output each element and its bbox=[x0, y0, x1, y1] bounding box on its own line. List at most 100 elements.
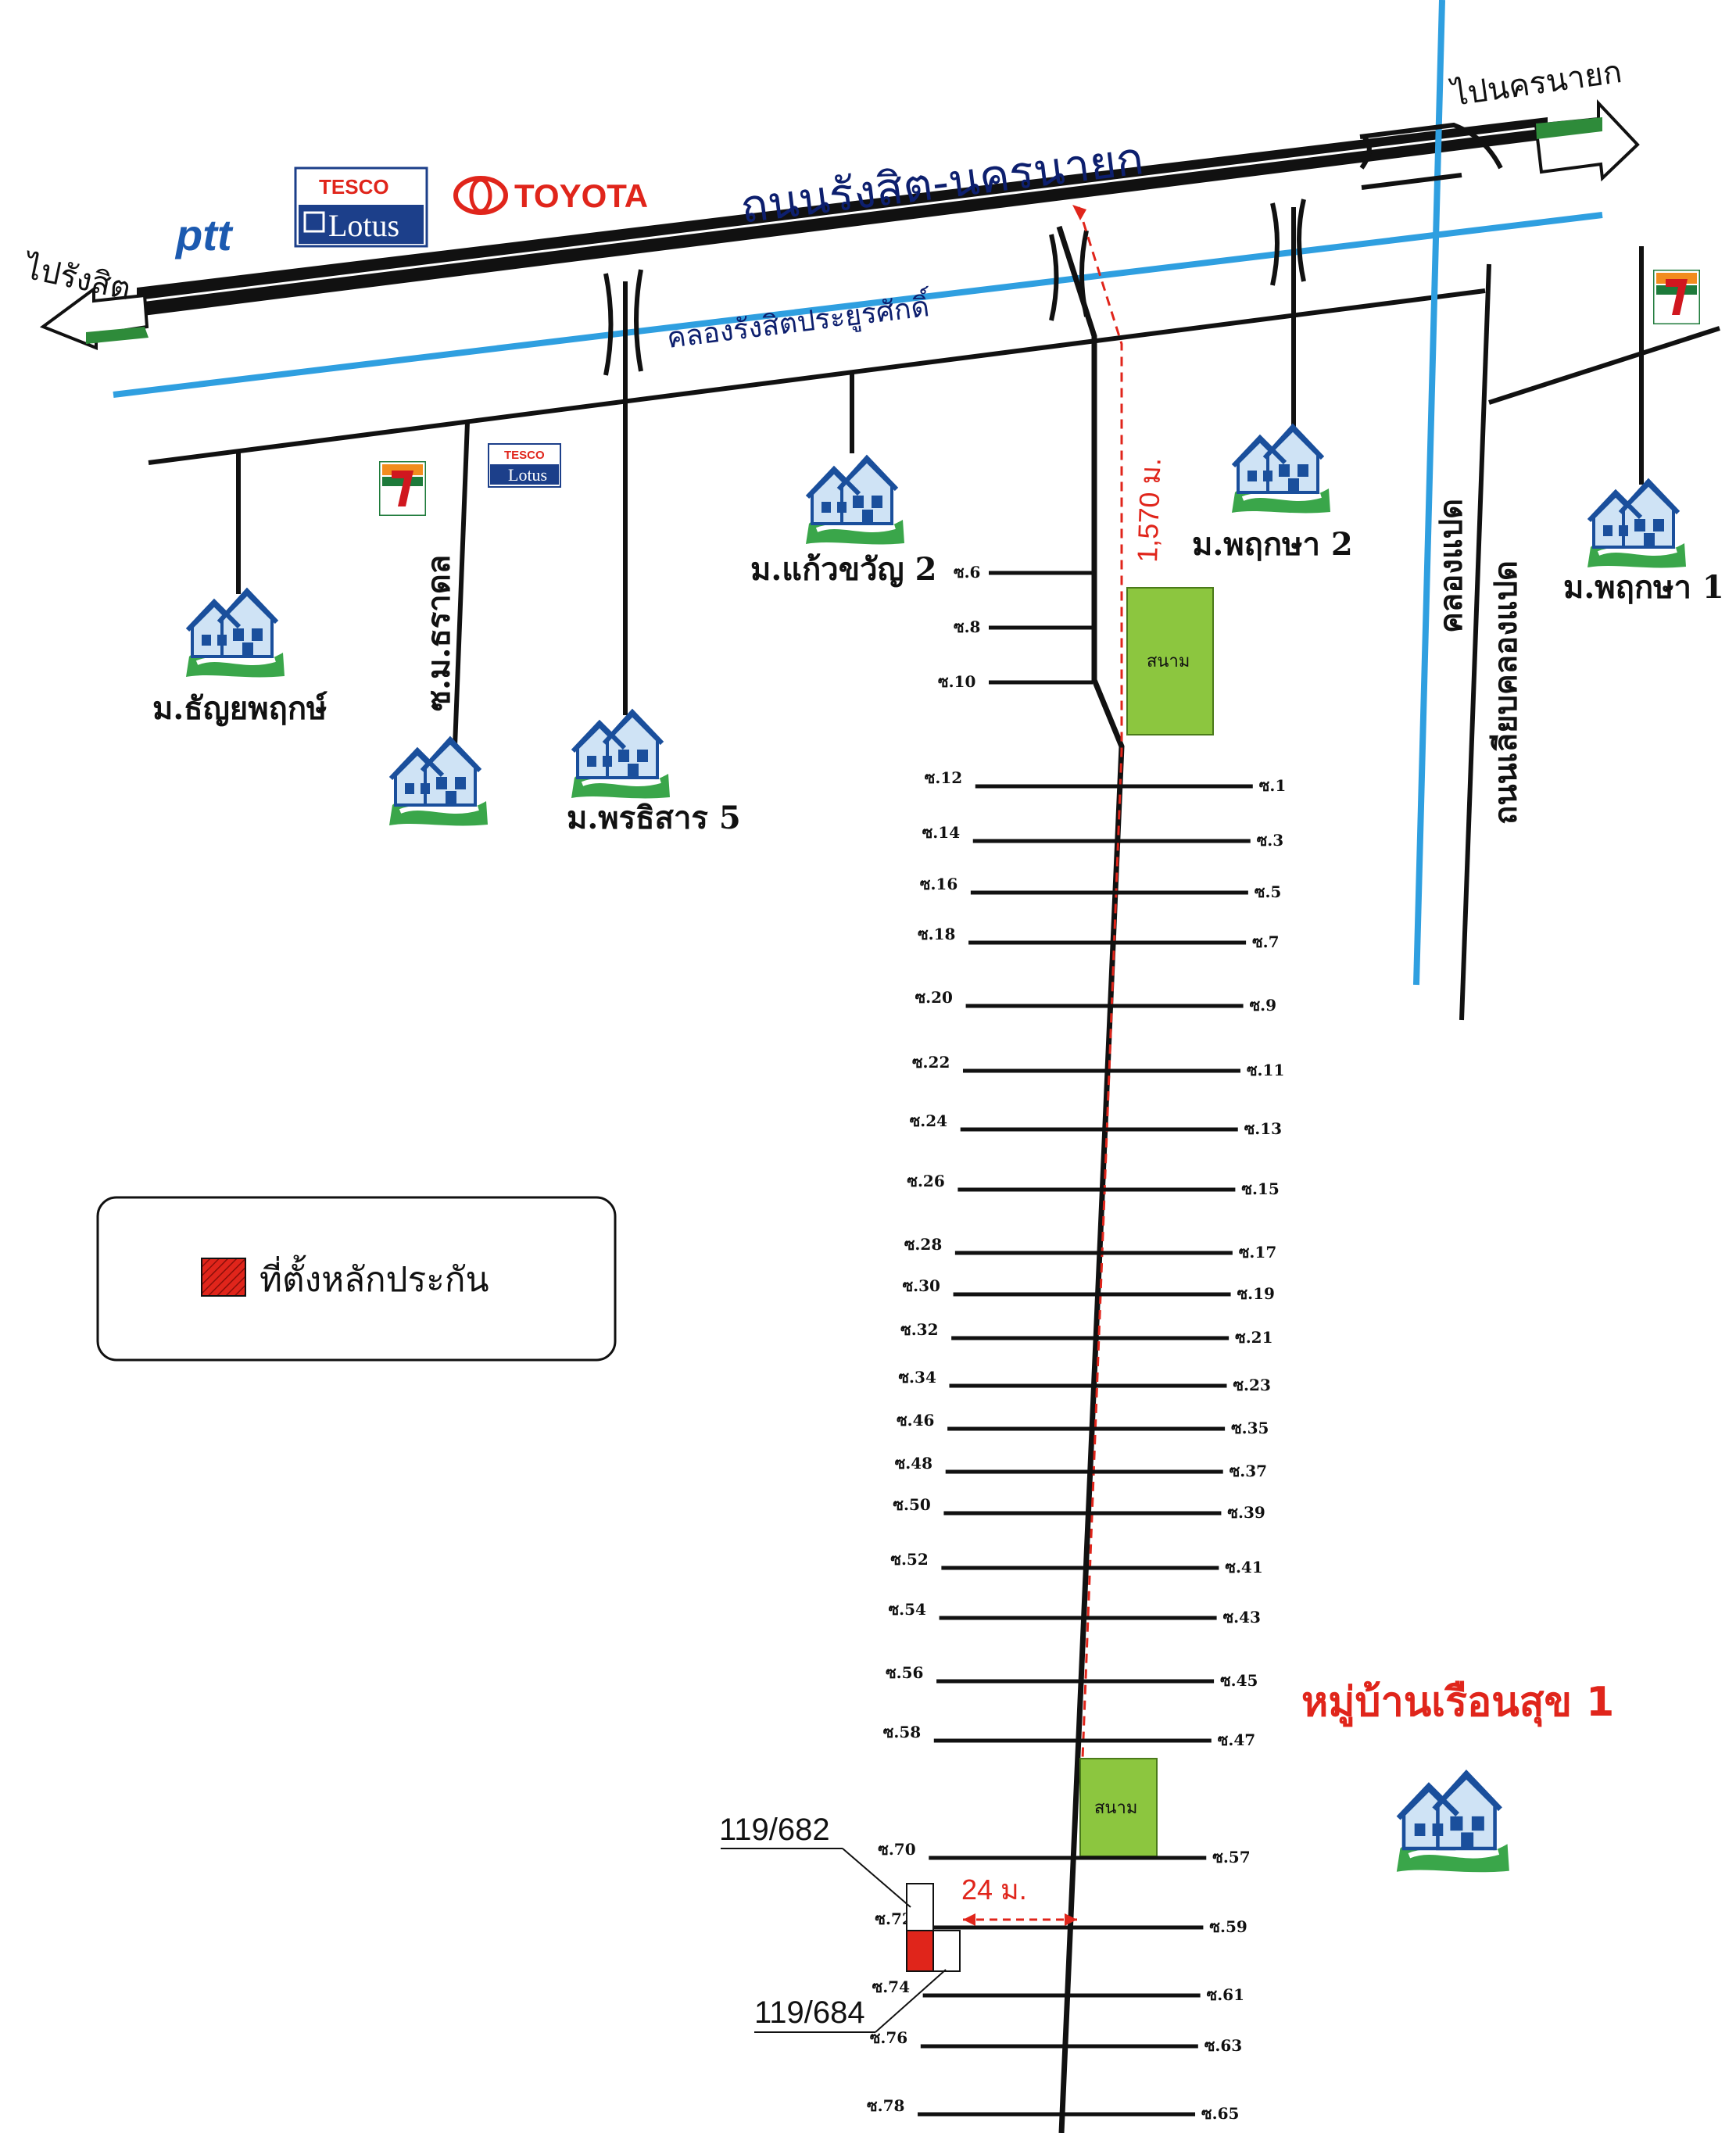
village-label: ม.ธัญยพฤกษ์ bbox=[152, 690, 328, 727]
soi-label-left: ซ.30 bbox=[903, 1276, 940, 1295]
svg-text:TESCO: TESCO bbox=[504, 449, 545, 462]
tesco-lotus-logo-small: TESCO Lotus bbox=[488, 443, 561, 488]
soi-label-right: ซ.37 bbox=[1230, 1462, 1267, 1480]
soi-label-right: ซ.57 bbox=[1212, 1848, 1250, 1866]
soi-label-left: ซ.14 bbox=[922, 823, 960, 842]
soi-label-right: ซ.65 bbox=[1201, 2104, 1239, 2123]
village-label: ม.พฤกษา 1 bbox=[1563, 569, 1724, 606]
main-road bbox=[137, 117, 1548, 317]
soi-roads: ซ.12 ซ.1 ซ.14 ซ.3 ซ.16 ซ.5 ซ.18 ซ.7 ซ.20 ซ.9 ซ.22 ซ… bbox=[867, 768, 1286, 2123]
distance-to-plot: 24 ม. bbox=[961, 1874, 1027, 1906]
legend-marker bbox=[201, 1258, 246, 1297]
soi-label-left: ซ.52 bbox=[890, 1550, 928, 1569]
khlong-paet-label: คลองแปด bbox=[1433, 499, 1469, 633]
soi-label: ซ.8 bbox=[954, 617, 980, 636]
soi-label-right: ซ.19 bbox=[1237, 1284, 1275, 1303]
soi-tharadol-label: ซ.ม.ธราดล bbox=[421, 555, 457, 711]
village-label: ม.แก้วขวัญ 2 bbox=[750, 551, 936, 588]
canal-line bbox=[113, 212, 1603, 398]
soi-label-left: ซ.46 bbox=[897, 1411, 934, 1430]
village-label: ม.พฤกษา 2 bbox=[1192, 526, 1353, 563]
soi-label-right: ซ.13 bbox=[1244, 1119, 1282, 1138]
soi-label-left: ซ.78 bbox=[867, 2096, 904, 2115]
svg-text:Lotus: Lotus bbox=[328, 208, 399, 243]
main-lane bbox=[1056, 225, 1125, 2133]
soi-label-left: ซ.26 bbox=[907, 1172, 944, 1190]
plot-number-lower: 119/684 bbox=[754, 1995, 865, 2030]
distance-main-lane: 1,570 ม. bbox=[1131, 457, 1167, 563]
soi-label-left: ซ.20 bbox=[915, 988, 953, 1007]
soi-label-right: ซ.3 bbox=[1257, 831, 1283, 850]
field-lower: สนาม bbox=[1079, 1758, 1158, 1857]
canal-label: คลองรังสิตประยูรศักดิ์ bbox=[664, 285, 933, 356]
soi-label-left: ซ.56 bbox=[886, 1663, 923, 1682]
soi-label-left: ซ.16 bbox=[920, 875, 957, 893]
soi-label-left: ซ.74 bbox=[872, 1977, 910, 1996]
soi-label-right: ซ.45 bbox=[1220, 1671, 1258, 1690]
village-title: หมู่บ้านเรือนสุข 1 bbox=[1301, 1679, 1614, 1727]
soi-label-right: ซ.43 bbox=[1223, 1608, 1261, 1627]
village-roads bbox=[236, 207, 1644, 747]
seven-eleven-logo-1 bbox=[379, 461, 426, 516]
house-icon bbox=[1587, 481, 1686, 567]
soi-label-right: ซ.63 bbox=[1204, 2036, 1242, 2055]
field-upper: สนาม bbox=[1126, 587, 1214, 735]
svg-text:Lotus: Lotus bbox=[508, 465, 547, 485]
legend-label: ที่ตั้งหลักประกัน bbox=[260, 1254, 489, 1300]
soi-label-right: ซ.5 bbox=[1255, 882, 1281, 901]
seven-eleven-logo-2 bbox=[1653, 270, 1700, 324]
soi-label: ซ.6 bbox=[954, 563, 980, 582]
svg-text:TOYOTA: TOYOTA bbox=[514, 177, 648, 214]
soi-label-left: ซ.12 bbox=[925, 768, 962, 787]
main-road-label: ถนนรังสิต-นครนายก bbox=[737, 131, 1146, 234]
soi-label-left: ซ.34 bbox=[898, 1368, 936, 1387]
upper-sois: ซ.6 ซ.8 ซ.10 bbox=[938, 563, 1093, 691]
collateral-plot bbox=[906, 1883, 961, 1972]
house-icon bbox=[389, 739, 488, 825]
soi-label-right: ซ.21 bbox=[1235, 1328, 1272, 1347]
tesco-lotus-logo: TESCO Lotus bbox=[294, 166, 428, 248]
legend-box: ที่ตั้งหลักประกัน bbox=[96, 1196, 617, 1362]
svg-text:TESCO: TESCO bbox=[319, 175, 389, 199]
khlong-paet-canal bbox=[1413, 0, 1445, 986]
house-icon bbox=[186, 591, 285, 677]
village-label: ม.พรธิสาร 5 bbox=[567, 800, 741, 836]
house-icon bbox=[1232, 427, 1330, 513]
soi-label-right: ซ.35 bbox=[1231, 1419, 1269, 1437]
soi-label-right: ซ.1 bbox=[1259, 776, 1286, 795]
toyota-logo: TOYOTA bbox=[453, 176, 648, 215]
svg-text:สนาม: สนาม bbox=[1094, 1798, 1137, 1818]
soi-label-left: ซ.48 bbox=[895, 1454, 932, 1473]
soi-label-right: ซ.9 bbox=[1250, 996, 1276, 1015]
frontage-road-east bbox=[1488, 326, 1720, 405]
soi-label-left: ซ.50 bbox=[893, 1495, 930, 1514]
svg-text:สนาม: สนาม bbox=[1147, 652, 1190, 671]
soi-label-right: ซ.7 bbox=[1252, 932, 1279, 951]
soi-label-left: ซ.54 bbox=[889, 1600, 926, 1619]
soi-label-left: ซ.18 bbox=[918, 925, 955, 943]
soi-label-right: ซ.59 bbox=[1209, 1917, 1247, 1936]
soi-label-left: ซ.22 bbox=[912, 1053, 950, 1072]
ptt-logo: ptt bbox=[174, 210, 234, 259]
soi-label-right: ซ.41 bbox=[1225, 1558, 1262, 1576]
soi-label-right: ซ.39 bbox=[1227, 1503, 1265, 1522]
soi-label-left: ซ.58 bbox=[883, 1723, 921, 1741]
soi-label-right: ซ.47 bbox=[1218, 1730, 1255, 1749]
soi-label-right: ซ.23 bbox=[1233, 1376, 1270, 1394]
frontage-road bbox=[148, 288, 1486, 465]
soi-label-left: ซ.24 bbox=[910, 1111, 947, 1130]
soi-label-left: ซ.70 bbox=[878, 1840, 915, 1859]
soi-label: ซ.10 bbox=[938, 672, 975, 691]
arrow-to-rangsit-icon bbox=[39, 286, 149, 350]
soi-label-right: ซ.15 bbox=[1241, 1179, 1279, 1198]
house-icon bbox=[571, 712, 670, 798]
soi-label-right: ซ.61 bbox=[1207, 1985, 1244, 2004]
soi-label-right: ซ.11 bbox=[1247, 1061, 1284, 1079]
soi-label-right: ซ.17 bbox=[1239, 1243, 1276, 1262]
plot-number-upper: 119/682 bbox=[719, 1813, 830, 1847]
soi-label-left: ซ.32 bbox=[900, 1320, 938, 1339]
khlong-paet-road-label: ถนนเลียบคลองแปด bbox=[1487, 560, 1524, 825]
soi-label-left: ซ.28 bbox=[904, 1235, 942, 1254]
arrow-to-nakhon-nayok-icon bbox=[1534, 98, 1640, 182]
